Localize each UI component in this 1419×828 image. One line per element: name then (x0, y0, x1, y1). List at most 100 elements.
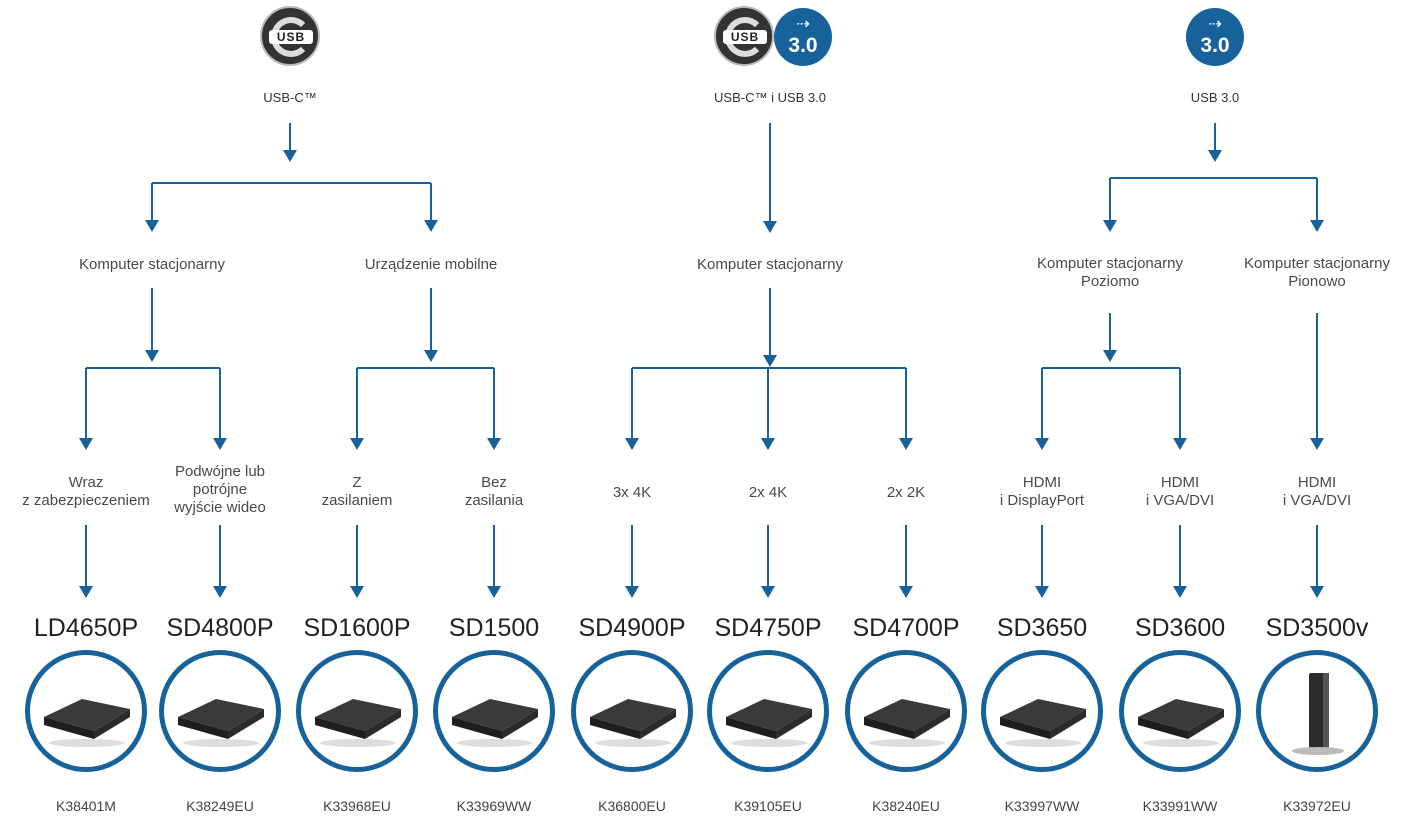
product-image (296, 650, 418, 772)
arrow-head-icon (79, 438, 93, 450)
feature-line: wyjście wideo (174, 499, 266, 516)
feature-line: HDMI (1160, 474, 1200, 491)
usb-c-badge-icon: USB (260, 6, 320, 66)
arrow-head-icon (763, 221, 777, 233)
feature-label: HDMI i VGA/DVI (1283, 474, 1351, 510)
arrow-head-icon (625, 586, 639, 598)
product-sku: K39105EU (734, 798, 802, 814)
arrow-head-icon (761, 438, 775, 450)
product-sku: K33969WW (456, 798, 532, 814)
arrow-head-icon (1310, 220, 1324, 232)
category-mobile-usb-c: Urządzenie mobilne (364, 256, 498, 273)
arrow-head-icon (1035, 438, 1049, 450)
arrow-head-icon (424, 220, 438, 232)
product-model: SD3500v (1265, 614, 1369, 642)
arrow-head-icon (487, 586, 501, 598)
header-usb-c: USB-C™ (263, 90, 317, 105)
feature-label: Wraz z zabezpieczeniem (22, 474, 150, 510)
usb-badge-text: USB (269, 30, 313, 44)
usb-symbol-icon: ⇢ (1208, 16, 1222, 33)
usb-3-badge-text: 3.0 (1200, 34, 1230, 57)
product-image (1119, 650, 1241, 772)
usb-3-badge-text: 3.0 (788, 34, 818, 57)
product-sku: K38401M (56, 798, 116, 814)
arrow-head-icon (1310, 438, 1324, 450)
product-model: SD1500 (448, 614, 540, 642)
product-sku: K33991WW (1142, 798, 1218, 814)
product-sku: K33968EU (323, 798, 391, 814)
product-model: SD4700P (852, 614, 960, 642)
feature-line: HDMI (1022, 474, 1062, 491)
arrow-head-icon (350, 438, 364, 450)
usb-3-badge-icon: ⇢ 3.0 (1186, 8, 1244, 66)
arrow-head-icon (145, 220, 159, 232)
feature-label: HDMI i VGA/DVI (1146, 474, 1214, 510)
arrow-head-icon (1310, 586, 1324, 598)
product-sku: K38240EU (872, 798, 940, 814)
product-model: SD4900P (578, 614, 686, 642)
arrow-head-icon (1103, 220, 1117, 232)
product-model: LD4650P (33, 614, 139, 642)
arrow-head-icon (761, 586, 775, 598)
feature-line: Bez (481, 474, 507, 491)
product-model: SD4750P (714, 614, 822, 642)
feature-line: Podwójne lub (174, 463, 266, 480)
header-usb-c-and-3: USB-C™ i USB 3.0 (714, 90, 826, 105)
feature-line: HDMI (1297, 474, 1337, 491)
product-image (707, 650, 829, 772)
product-model: SD1600P (303, 614, 411, 642)
feature-line: i DisplayPort (999, 492, 1085, 509)
feature-line: potrójne (192, 481, 248, 498)
arrow-head-icon (213, 586, 227, 598)
usb-3-badge-icon: ⇢ 3.0 (774, 8, 832, 66)
feature-line: i VGA/DVI (1145, 492, 1215, 509)
product-image (159, 650, 281, 772)
category-line: Pionowo (1288, 273, 1346, 290)
arrow-head-icon (1173, 586, 1187, 598)
feature-line: zasilaniem (321, 492, 393, 509)
feature-label: Podwójne lub potrójne wyjście wideo (174, 463, 266, 517)
arrow-head-icon (1208, 150, 1222, 162)
product-image (25, 650, 147, 772)
usb-c-badge-icon: USB (714, 6, 774, 66)
arrow-head-icon (763, 355, 777, 367)
product-image (981, 650, 1103, 772)
product-model: SD4800P (166, 614, 274, 642)
feature-line: Z (352, 474, 362, 491)
arrow-head-icon (283, 150, 297, 162)
product-sku: K38249EU (186, 798, 254, 814)
category-desktop-horizontal: Komputer stacjonarny Poziomo (1037, 255, 1183, 291)
product-image (433, 650, 555, 772)
feature-label: 3x 4K (612, 484, 652, 501)
feature-line: zasilania (464, 492, 524, 509)
category-desktop-vertical: Komputer stacjonarny Pionowo (1244, 255, 1390, 291)
arrow-head-icon (350, 586, 364, 598)
feature-label: HDMI i DisplayPort (1000, 474, 1084, 510)
arrow-head-icon (145, 350, 159, 362)
arrow-head-icon (1035, 586, 1049, 598)
feature-label: 2x 2K (886, 484, 926, 501)
feature-label: Z zasilaniem (322, 474, 393, 510)
product-model: SD3650 (996, 614, 1088, 642)
product-image (845, 650, 967, 772)
product-sku: K36800EU (598, 798, 666, 814)
feature-label: Bez zasilania (465, 474, 523, 510)
feature-line: Wraz (68, 474, 104, 491)
product-image (1256, 650, 1378, 772)
arrow-head-icon (79, 586, 93, 598)
arrow-head-icon (899, 586, 913, 598)
product-image (571, 650, 693, 772)
category-desktop-usb-c-3: Komputer stacjonarny (697, 256, 843, 273)
arrow-head-icon (899, 438, 913, 450)
arrow-head-icon (625, 438, 639, 450)
feature-label: 2x 4K (748, 484, 788, 501)
product-sku: K33997WW (1004, 798, 1080, 814)
arrow-head-icon (1103, 350, 1117, 362)
arrow-head-icon (424, 350, 438, 362)
usb-symbol-icon: ⇢ (796, 16, 810, 33)
usb-badge-text: USB (723, 30, 767, 44)
category-line: Komputer stacjonarny (1244, 255, 1390, 272)
header-usb-3: USB 3.0 (1190, 90, 1240, 105)
feature-line: z zabezpieczeniem (22, 492, 150, 509)
